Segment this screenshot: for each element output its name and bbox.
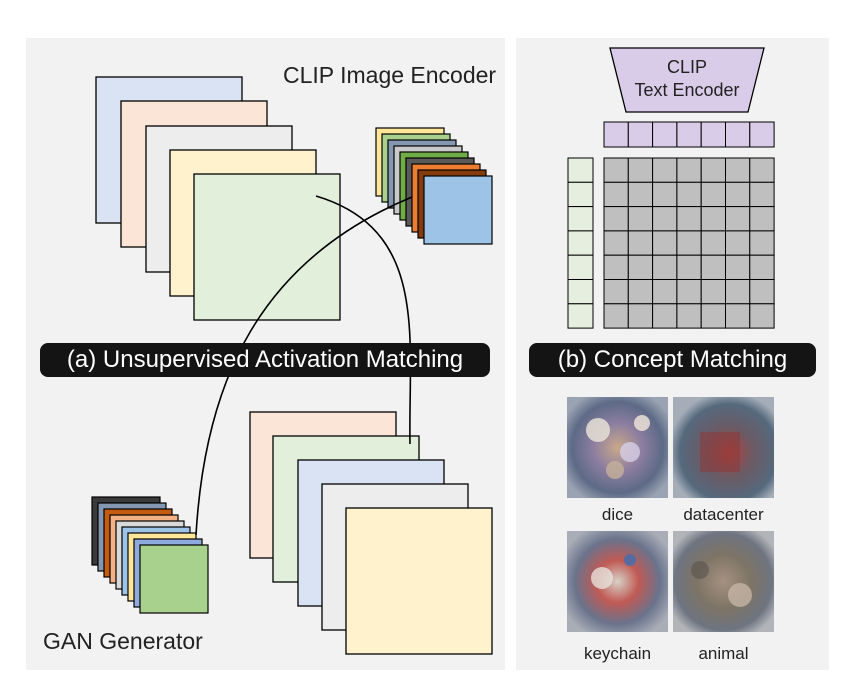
matching-curves <box>195 195 413 536</box>
similarity-cell <box>627 230 654 256</box>
similarity-cell <box>676 279 702 305</box>
similarity-cell <box>749 254 775 280</box>
similarity-cell <box>603 254 629 280</box>
similarity-cell <box>627 303 654 329</box>
similarity-cell <box>725 181 751 208</box>
caption-concept-matching: (b) Concept Matching <box>529 343 816 377</box>
gan-generator-stack <box>249 411 493 655</box>
text-encoder-block <box>609 47 765 113</box>
similarity-cell <box>749 181 775 208</box>
similarity-cell <box>676 157 702 183</box>
example-dice <box>567 397 668 498</box>
similarity-cell <box>725 254 751 280</box>
similarity-cell <box>603 279 629 305</box>
similarity-cell <box>700 279 727 305</box>
similarity-cell <box>627 279 654 305</box>
similarity-cell <box>603 230 629 256</box>
similarity-cell <box>749 303 775 329</box>
similarity-cell <box>627 206 654 232</box>
similarity-cell <box>700 157 727 183</box>
similarity-cell <box>749 206 775 232</box>
similarity-cell <box>700 181 727 208</box>
image-embedding-cell <box>567 279 594 305</box>
similarity-cell <box>725 157 751 183</box>
similarity-cell <box>652 181 678 208</box>
example-label-animal: animal <box>698 644 749 663</box>
text-encoder-label: CLIP Text Encoder <box>610 56 764 102</box>
text-encoder-line2: Text Encoder <box>634 80 740 100</box>
image-embedding-cell <box>567 254 594 280</box>
similarity-cell <box>725 279 751 305</box>
example-label-dice: dice <box>601 505 634 524</box>
similarity-matrix <box>603 157 775 329</box>
image-encoder-label: CLIP Image Encoder <box>283 62 497 88</box>
similarity-cell <box>652 206 678 232</box>
text-embedding-row <box>603 121 775 148</box>
similarity-cell <box>627 254 654 280</box>
similarity-cell <box>652 303 678 329</box>
text-embedding-cell <box>749 121 775 148</box>
similarity-cell <box>676 303 702 329</box>
similarity-cell <box>603 181 629 208</box>
example-label-datacenter: datacenter <box>683 505 764 524</box>
similarity-cell <box>603 303 629 329</box>
similarity-cell <box>627 181 654 208</box>
similarity-cell <box>652 254 678 280</box>
similarity-cell <box>676 181 702 208</box>
example-label-keychain: keychain <box>583 644 652 663</box>
similarity-cell <box>652 279 678 305</box>
image-embedding-cell <box>567 206 594 232</box>
example-datacenter <box>673 397 774 498</box>
text-embedding-cell <box>627 121 654 148</box>
caption-unsupervised-activation-matching: (a) Unsupervised Activation Matching <box>40 343 490 377</box>
similarity-cell <box>749 279 775 305</box>
image-embedding-cell <box>567 181 594 208</box>
example-keychain <box>567 531 668 632</box>
gan-generator-label: GAN Generator <box>43 628 203 654</box>
example-animal <box>673 531 774 632</box>
similarity-cell <box>652 157 678 183</box>
similarity-cell <box>700 206 727 232</box>
image-embedding-column <box>567 157 594 329</box>
image-embedding-cell <box>567 230 594 256</box>
similarity-cell <box>676 254 702 280</box>
text-embedding-cell <box>652 121 678 148</box>
similarity-cell <box>676 206 702 232</box>
similarity-cell <box>725 206 751 232</box>
similarity-cell <box>700 254 727 280</box>
similarity-cell <box>725 303 751 329</box>
similarity-cell <box>676 230 702 256</box>
image-encoder-stack <box>95 76 341 321</box>
text-embedding-cell <box>676 121 702 148</box>
image-embedding-cell <box>567 303 594 329</box>
similarity-cell <box>603 206 629 232</box>
image-embedding-cell <box>567 157 594 183</box>
text-encoder-line1: CLIP <box>666 57 708 77</box>
similarity-cell <box>700 230 727 256</box>
gan-activation-stack <box>91 496 209 614</box>
similarity-cell <box>749 230 775 256</box>
similarity-cell <box>627 157 654 183</box>
encoder-activation-stack <box>375 127 493 245</box>
text-embedding-cell <box>603 121 629 148</box>
similarity-cell <box>652 230 678 256</box>
text-embedding-cell <box>700 121 727 148</box>
similarity-cell <box>603 157 629 183</box>
similarity-cell <box>700 303 727 329</box>
similarity-cell <box>749 157 775 183</box>
text-embedding-cell <box>725 121 751 148</box>
similarity-cell <box>725 230 751 256</box>
